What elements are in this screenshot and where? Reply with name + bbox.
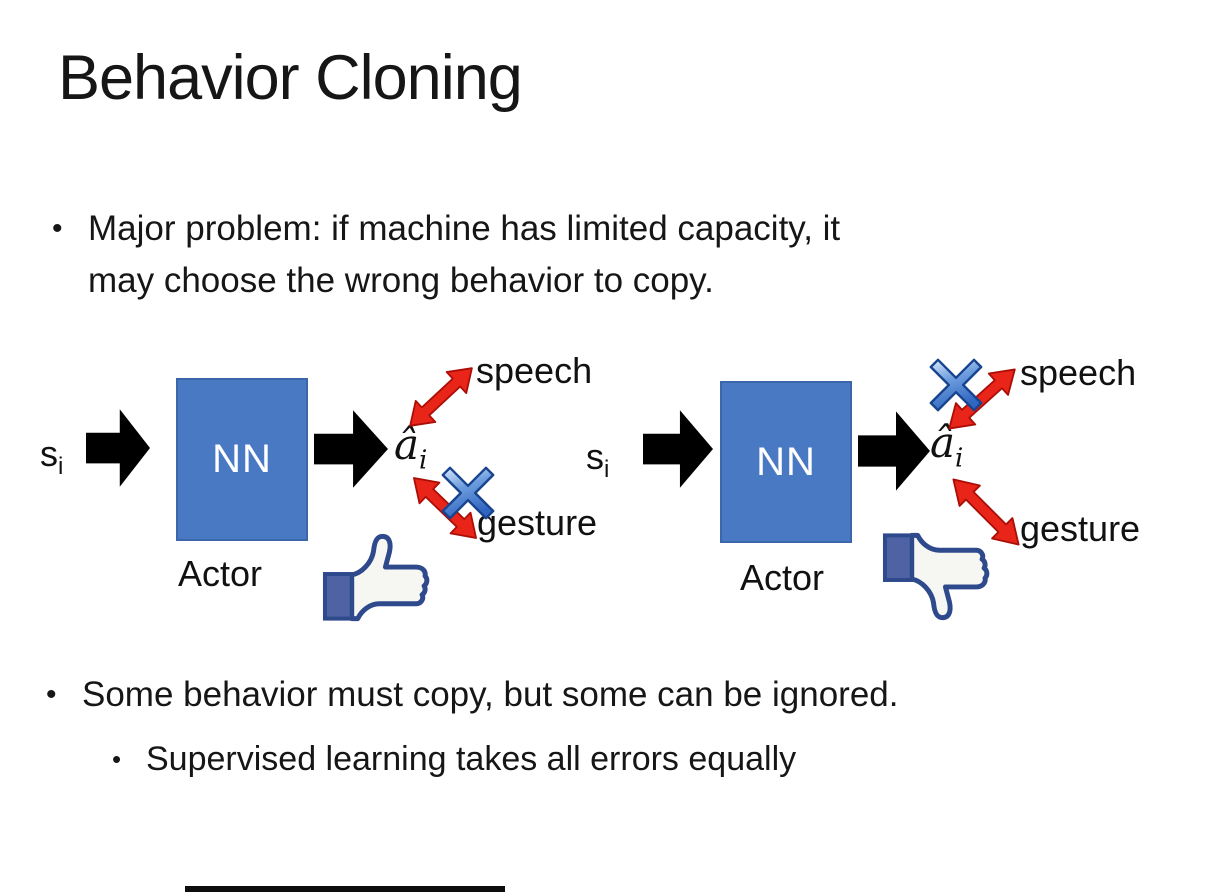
left-nn-box: NN — [176, 378, 308, 541]
right-speech-double-arrow-icon — [936, 355, 1028, 443]
left-input-arrow-icon — [86, 399, 150, 497]
thumbs-up-icon — [320, 527, 434, 623]
bullet-major-problem-line1: Major problem: if machine has limited ca… — [88, 209, 841, 248]
left-cross-out-icon — [438, 463, 498, 523]
right-nn-box: NN — [720, 381, 852, 543]
bullet-supervised-learning: • Supervised learning takes all errors e… — [112, 734, 1172, 784]
bullet-some-behavior: • Some behavior must copy, but some can … — [46, 669, 1186, 721]
left-actor-label: Actor — [178, 553, 263, 594]
right-input-state-label: si — [586, 436, 610, 484]
bullet-marker: • — [52, 212, 63, 245]
thumbs-down-icon — [880, 531, 994, 627]
right-gesture-label: gesture — [1020, 508, 1141, 549]
bullet-major-problem-text: Major problem: if machine has limited ca… — [88, 203, 840, 307]
right-input-arrow-icon — [643, 400, 713, 498]
bullet-supervised-learning-text: Supervised learning takes all errors equ… — [146, 740, 797, 778]
right-output-action-label: âi — [930, 418, 964, 474]
right-speech-label: speech — [1020, 352, 1137, 393]
bullet-major-problem: • Major problem: if machine has limited … — [52, 203, 1112, 307]
right-gesture-double-arrow-icon — [939, 465, 1032, 558]
right-output-arrow-icon — [858, 401, 930, 501]
left-nn-label: NN — [212, 437, 272, 481]
left-gesture-label: gesture — [477, 502, 598, 543]
left-output-arrow-icon — [314, 400, 388, 498]
right-nn-label: NN — [756, 439, 816, 484]
left-input-state-label: si — [40, 433, 64, 481]
bullet-marker: • — [112, 744, 122, 774]
page-title: Behavior Cloning — [58, 43, 523, 113]
left-output-action-label: âi — [394, 420, 428, 476]
right-actor-label: Actor — [740, 557, 825, 598]
bullet-marker: • — [46, 678, 57, 711]
right-cross-out-icon — [926, 355, 986, 415]
left-speech-label: speech — [476, 350, 593, 391]
left-speech-double-arrow-icon — [397, 354, 486, 440]
clipped-content-bar — [185, 886, 505, 892]
bullet-some-behavior-text: Some behavior must copy, but some can be… — [82, 675, 899, 714]
bullet-major-problem-line2: may choose the wrong behavior to copy. — [88, 261, 714, 300]
